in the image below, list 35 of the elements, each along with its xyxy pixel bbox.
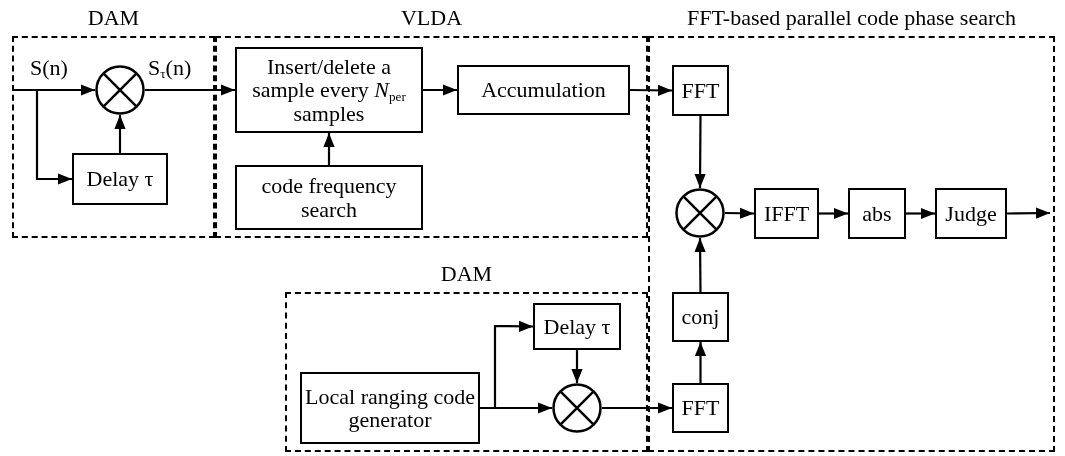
multiplier-circle — [552, 383, 602, 433]
arrow — [571, 350, 583, 383]
process-box: Local ranging code generator — [300, 372, 480, 444]
process-box: Insert/delete a sample every N$_{per}$ samples — [235, 47, 423, 133]
process-box: conj — [672, 292, 729, 342]
arrow — [819, 207, 848, 220]
arrow — [1007, 207, 1050, 219]
multiplier-circle — [675, 188, 725, 238]
arrow — [114, 115, 126, 153]
process-box: abs — [848, 188, 906, 239]
arrow — [694, 238, 706, 292]
group-heading: DAM — [87, 5, 140, 31]
process-box: Delay τ — [533, 303, 621, 350]
arrow — [480, 320, 533, 410]
group-heading: VLDA — [400, 5, 463, 31]
process-box: Delay τ — [72, 153, 168, 205]
arrow — [694, 116, 706, 188]
process-box: code frequency search — [235, 165, 423, 230]
process-box: FFT — [672, 65, 729, 116]
arrow — [725, 207, 754, 219]
arrow — [12, 88, 72, 185]
process-box: Judge — [935, 188, 1007, 239]
arrow — [906, 207, 935, 220]
group-heading: FFT-based parallel code phase search — [686, 5, 1017, 31]
arrow — [630, 84, 672, 96]
process-box: IFFT — [754, 188, 819, 239]
arrow — [145, 84, 235, 96]
process-box: FFT — [672, 383, 729, 433]
group-heading: DAM — [440, 261, 493, 287]
arrow — [323, 133, 335, 165]
multiplier-circle — [95, 65, 145, 115]
arrow — [423, 84, 457, 96]
arrow — [694, 342, 707, 383]
arrow — [602, 402, 672, 414]
process-box: Accumulation — [457, 65, 630, 115]
